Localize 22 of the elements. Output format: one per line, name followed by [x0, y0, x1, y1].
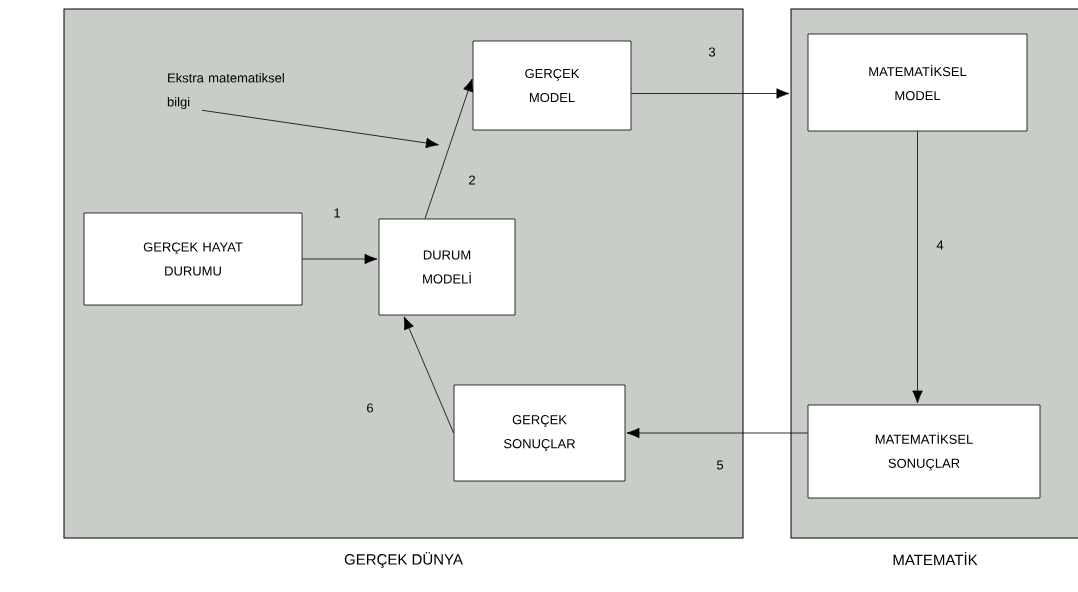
node-label: GERÇEK DÜNYA [344, 552, 463, 568]
arrow [912, 131, 923, 404]
edge-label: 3 [708, 47, 716, 57]
edge-label: 2 [469, 175, 475, 185]
process-box: GERÇEK HAYAT DURUMU [83, 212, 303, 306]
arrow [201, 109, 439, 149]
process-box: MATEMATİKSEL MODEL [807, 33, 1028, 132]
arrow [424, 78, 474, 219]
process-box: GERÇEK SONUÇLAR [453, 384, 626, 482]
process-box: MATEMATİKSEL SONUÇLAR [807, 404, 1041, 499]
edge-label: 4 [936, 240, 944, 250]
arrow [626, 427, 808, 439]
process-box: GERÇEK MODEL [472, 40, 632, 131]
process-box: DURUM MODELİ [378, 218, 516, 316]
edge-label: 1 [334, 208, 340, 218]
node-label: MATEMATİK [893, 552, 978, 566]
arrow [403, 316, 454, 434]
edge-label: 5 [716, 460, 724, 470]
arrow [631, 88, 790, 99]
edge-label: 6 [367, 403, 374, 413]
arrow [302, 253, 378, 265]
note-text: Ekstra matematiksel bilgi [167, 72, 284, 110]
